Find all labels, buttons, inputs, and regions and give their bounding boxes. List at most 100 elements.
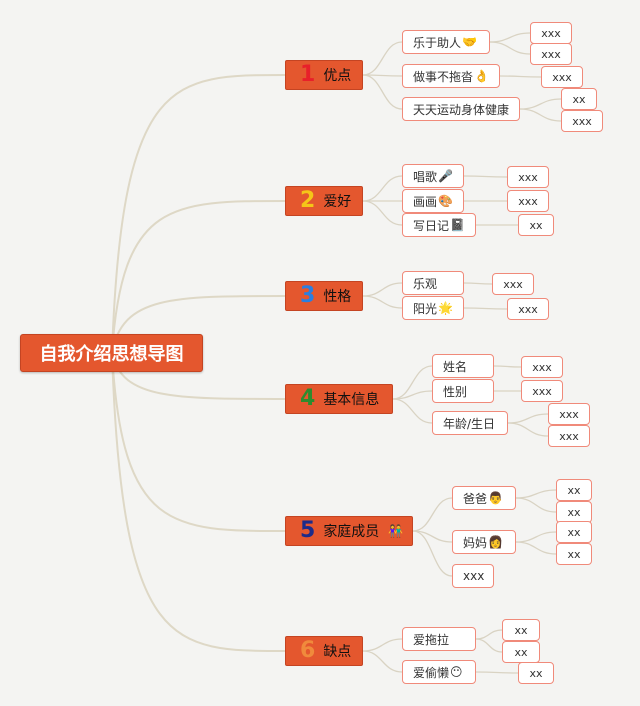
connector-leaf-value <box>515 497 557 513</box>
value-node[interactable]: xxx <box>492 273 534 295</box>
value-node[interactable]: xxx <box>521 380 563 402</box>
branch-5-label: 家庭成员 <box>323 524 380 540</box>
value-node[interactable]: xx <box>518 214 554 236</box>
connector-root-branch-1 <box>111 74 286 354</box>
value-label: xxx <box>518 170 538 184</box>
leaf-2-3-node[interactable]: 写日记📓 <box>402 213 476 237</box>
branch-6-label: 缺点 <box>323 644 352 660</box>
value-node[interactable]: xx <box>556 543 592 565</box>
connector-leaf-value <box>507 413 549 424</box>
connector-branch-4-leaf-3 <box>392 398 433 424</box>
leaf-label: 妈妈 <box>463 535 488 550</box>
value-label: xxx <box>518 194 538 208</box>
leaf-emoji-icon: 🤝 <box>462 35 477 49</box>
leaf-1-3-node[interactable]: 天天运动身体健康 <box>402 97 520 121</box>
leaf-2-1-node[interactable]: 唱歌🎤 <box>402 164 464 188</box>
connector-branch-2-leaf-1 <box>362 175 403 202</box>
value-node[interactable]: xx <box>518 662 554 684</box>
value-label: xxx <box>541 26 561 40</box>
leaf-1-2-node[interactable]: 做事不拖沓👌 <box>402 64 500 88</box>
connector-branch-4-leaf-2 <box>392 390 433 400</box>
branch-1-label: 优点 <box>323 68 352 84</box>
leaf-emoji-icon: 🎨 <box>438 194 453 208</box>
leaf-4-3-node[interactable]: 年龄/生日 <box>432 411 508 435</box>
value-label: xx <box>529 666 543 680</box>
leaf-4-2-node[interactable]: 性别 <box>432 379 494 403</box>
connector-leaf-value <box>515 489 557 499</box>
value-label: xxx <box>559 429 579 443</box>
value-label: xxx <box>572 114 592 128</box>
connector-leaf-value <box>515 541 557 555</box>
leaf-label: 姓名 <box>443 359 468 374</box>
value-label: xxx <box>559 407 579 421</box>
branch-4-label: 基本信息 <box>323 392 380 408</box>
connector-leaf-value <box>515 531 557 543</box>
branch-4-node[interactable]: 4 基本信息 <box>285 384 393 414</box>
value-node[interactable]: xxx <box>561 110 603 132</box>
value-label: xx <box>572 92 586 106</box>
leaf-5-2-node[interactable]: 妈妈👩 <box>452 530 516 554</box>
leaf-label: 阳光 <box>413 301 438 316</box>
value-node[interactable]: xx <box>561 88 597 110</box>
value-label: xx <box>514 645 528 659</box>
connector-branch-3-leaf-1 <box>362 282 403 297</box>
leaf-emoji-icon: 🌟 <box>438 301 453 315</box>
root-topic[interactable]: 自我介绍思想导图 <box>20 334 203 372</box>
leaf-1-1-node[interactable]: 乐于助人🤝 <box>402 30 490 54</box>
leaf-label: 乐于助人 <box>413 35 462 50</box>
connector-leaf-value <box>475 629 503 640</box>
value-label: xxx <box>552 70 572 84</box>
leaf-3-2-node[interactable]: 阳光🌟 <box>402 296 464 320</box>
value-node[interactable]: xxx <box>530 22 572 44</box>
leaf-emoji-icon: 👨 <box>488 491 503 505</box>
value-label: xxx <box>541 47 561 61</box>
value-label: xxx <box>518 302 538 316</box>
leaf-4-1-node[interactable]: 姓名 <box>432 354 494 378</box>
value-node[interactable]: xx <box>556 521 592 543</box>
connector-branch-6-leaf-1 <box>362 638 403 652</box>
connector-branch-4-leaf-1 <box>392 365 433 400</box>
branch-4-number: 4 <box>300 386 316 411</box>
value-node[interactable]: xx <box>556 501 592 523</box>
leaf-label: 爱偷懒 <box>413 665 450 680</box>
connector-leaf-value <box>493 365 522 368</box>
connector-branch-1-leaf-3 <box>362 74 403 110</box>
value-node[interactable]: xxx <box>530 43 572 65</box>
leaf-label: 做事不拖沓 <box>413 69 474 84</box>
leaf-5-1-node[interactable]: 爸爸👨 <box>452 486 516 510</box>
value-label: xx <box>514 623 528 637</box>
value-node[interactable]: xxx <box>541 66 583 88</box>
leaf-label: 性别 <box>443 384 468 399</box>
value-node[interactable]: xx <box>502 641 540 663</box>
value-label: xxx <box>503 277 523 291</box>
connector-leaf-value <box>519 108 562 122</box>
connector-leaf-value <box>463 175 508 178</box>
value-node[interactable]: xxx <box>507 190 549 212</box>
value-node[interactable]: xx <box>502 619 540 641</box>
branch-5-node[interactable]: 5 家庭成员 👫 <box>285 516 413 546</box>
leaf-6-1-node[interactable]: 爱拖拉 <box>402 627 476 651</box>
branch-5-number: 5 <box>300 518 316 543</box>
value-node[interactable]: xxx <box>507 298 549 320</box>
connector-branch-6-leaf-2 <box>362 650 403 673</box>
value-node[interactable]: xxx <box>548 425 590 447</box>
value-node[interactable]: xxx <box>507 166 549 188</box>
leaf-6-2-node[interactable]: 爱偷懒😶 <box>402 660 476 684</box>
value-node[interactable]: xx <box>556 479 592 501</box>
value-node[interactable]: xxx <box>521 356 563 378</box>
branch-2-number: 2 <box>300 188 316 213</box>
leaf-5-3-node[interactable]: xxx <box>452 564 494 588</box>
value-node[interactable]: xxx <box>548 403 590 425</box>
branch-5-emoji-icon: 👫 <box>388 524 404 538</box>
connector-leaf-value <box>463 282 493 285</box>
connector-leaf-value <box>475 671 519 674</box>
leaf-2-2-node[interactable]: 画画🎨 <box>402 189 464 213</box>
connector-root-branch-2 <box>111 200 286 354</box>
leaf-emoji-icon: 👌 <box>474 69 489 83</box>
leaf-3-1-node[interactable]: 乐观 <box>402 271 464 295</box>
